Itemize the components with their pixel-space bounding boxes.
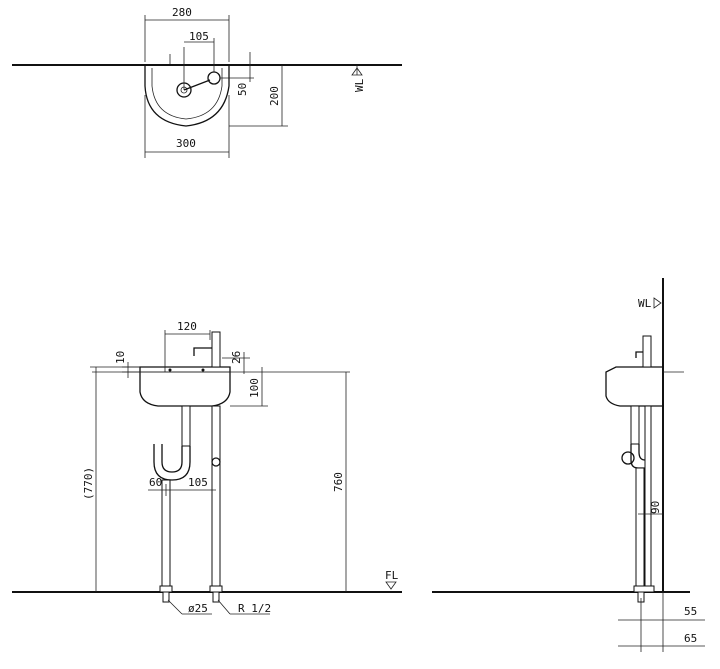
- dim-105b-label: 105: [188, 476, 208, 489]
- side-view: WL 90 55 65: [432, 278, 705, 652]
- side-trap-nut: [621, 451, 635, 465]
- plan-view: 280 105 50 200 300 WL: [12, 6, 402, 158]
- side-drain-pipe: [630, 405, 640, 445]
- dim-100-label: 100: [248, 378, 261, 398]
- dim-60-label: 60: [149, 476, 162, 489]
- front-view: 120 10 26 100 (770) 760 60 105 ø25: [12, 320, 402, 615]
- side-faucet-spout: [635, 351, 643, 358]
- side-basin: [605, 366, 664, 407]
- front-supply-stub: [212, 591, 220, 603]
- side-p-trap-inner: [638, 444, 646, 461]
- fl-label: FL: [385, 569, 399, 582]
- side-faucet-body: [642, 335, 652, 368]
- thread-label: R 1/2: [238, 602, 271, 615]
- drain-dia-leader: [167, 599, 183, 615]
- front-p-trap: [161, 444, 183, 473]
- dim-26-label: 26: [230, 351, 243, 364]
- front-supply-valve: [211, 457, 221, 467]
- front-p-trap-outer: [153, 444, 191, 481]
- dim-65-label: 65: [684, 632, 697, 645]
- front-supply-flange: [209, 585, 223, 593]
- dim-105-label: 105: [189, 30, 209, 43]
- front-basin: [139, 366, 231, 407]
- side-waste-pipe: [635, 467, 645, 587]
- dim-55-label: 55: [684, 605, 697, 618]
- plan-faucet: [207, 71, 221, 85]
- side-supply-pipe: [644, 405, 652, 587]
- side-wl-label: WL: [638, 297, 652, 310]
- side-wl-marker: [653, 297, 662, 309]
- front-faucet-body: [211, 331, 221, 368]
- dim-200-label: 200: [268, 86, 281, 106]
- dim-280-label: 280: [172, 6, 192, 19]
- front-supply-pipe: [211, 405, 221, 587]
- plan-spout: [183, 79, 211, 91]
- dim-760-label: 760: [332, 472, 345, 492]
- front-waste-stub: [162, 591, 170, 603]
- fl-marker: [385, 581, 397, 590]
- drain-dia-label: ø25: [188, 602, 208, 615]
- plan-basin-inner: [151, 68, 223, 120]
- dim-90-label: 90: [649, 501, 662, 514]
- dim-770-label: (770): [82, 467, 95, 500]
- front-waste-flange: [159, 585, 173, 593]
- dim-300-label: 300: [176, 137, 196, 150]
- front-drain-pipe: [181, 405, 191, 447]
- front-bolt-left: [168, 368, 172, 372]
- side-flange: [633, 585, 655, 593]
- dim-50-label: 50: [236, 83, 249, 96]
- plan-wl-label: WL: [353, 78, 366, 92]
- front-bolt-right: [201, 368, 205, 372]
- thread-leader: [217, 599, 231, 615]
- plan-basin-outline: [144, 65, 230, 127]
- dim-120-label: 120: [177, 320, 197, 333]
- front-faucet-spout: [193, 347, 212, 356]
- dim-10-label: 10: [114, 351, 127, 364]
